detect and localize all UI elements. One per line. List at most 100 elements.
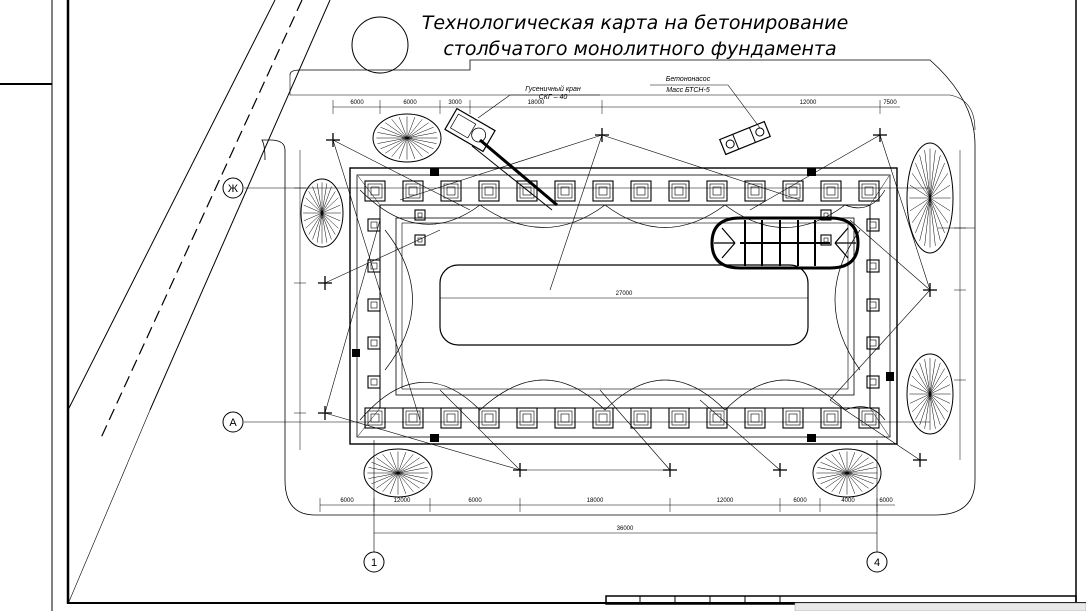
crane-stop-cross <box>513 463 527 477</box>
column-footing <box>782 407 804 429</box>
crane-callout-line-2: СКГ – 40 <box>539 94 568 101</box>
column-footing <box>866 298 880 312</box>
column-footing <box>367 259 381 273</box>
crane-stop-cross <box>595 128 609 142</box>
axis-bubble-zh: Ж <box>222 177 244 199</box>
column-footing <box>668 180 690 202</box>
bottom-dim-6: 6000 <box>793 498 807 504</box>
column-footing <box>592 180 614 202</box>
top-dim-5: 12000 <box>800 100 817 106</box>
column-footing <box>706 407 728 429</box>
axis-label-1: 1 <box>371 557 377 569</box>
column-footing <box>367 298 381 312</box>
crane-stop-cross <box>318 276 332 290</box>
column-footing <box>668 407 690 429</box>
crane-stop-cross <box>663 463 677 477</box>
crane-reach-lines <box>324 134 931 471</box>
dimension-labels: 6000 6000 3000 18000 12000 7500 6000 120… <box>340 100 897 532</box>
bottom-dim-3: 6000 <box>468 498 482 504</box>
column-footing <box>402 407 424 429</box>
column-footing <box>866 375 880 389</box>
bottom-dim-7: 4000 <box>841 498 855 504</box>
bottom-footing-row <box>364 407 880 429</box>
bottom-dim-2: 12000 <box>394 498 411 504</box>
column-footing <box>516 407 538 429</box>
parking-station-fan <box>812 448 882 498</box>
access-road <box>67 0 331 605</box>
axis-label-zh: Ж <box>228 183 238 195</box>
column-footing <box>367 375 381 389</box>
column-footing <box>440 407 462 429</box>
column-footing <box>866 336 880 350</box>
grid-axes <box>244 187 975 552</box>
title-line-2: столбчатого монолитного фундамента <box>443 38 836 60</box>
column-footing <box>858 180 880 202</box>
side-footing-columns <box>367 209 880 389</box>
column-footing <box>554 180 576 202</box>
parking-station-fan <box>906 142 954 254</box>
crane-callout-line-1: Гусеничный кран <box>525 85 581 93</box>
column-footing <box>478 407 500 429</box>
bottom-dim-1: 6000 <box>340 498 354 504</box>
top-footing-row <box>364 180 880 202</box>
axis-bubble-a: А <box>222 411 244 433</box>
top-dim-2: 6000 <box>403 100 417 106</box>
column-footing <box>630 180 652 202</box>
crawler-crane <box>444 107 558 211</box>
top-dim-6: 7500 <box>883 100 897 106</box>
top-dim-4: 18000 <box>528 100 545 106</box>
crane-stop-cross <box>773 463 787 477</box>
crane-stop-cross <box>326 133 340 147</box>
axis-bubble-4: 4 <box>866 551 888 573</box>
column-footing <box>630 407 652 429</box>
parking-station-fan <box>906 353 954 435</box>
crane-stop-cross <box>923 283 937 297</box>
concrete-delivery-block <box>710 216 860 270</box>
pump-callout-line-2: Масс БТСН-5 <box>666 87 710 94</box>
column-footing <box>592 407 614 429</box>
parking-station-fan <box>363 448 433 498</box>
column-footing <box>866 259 880 273</box>
corner-markers <box>352 168 894 442</box>
column-footing <box>367 336 381 350</box>
foundation-outline <box>349 167 898 445</box>
crane-stop-cross <box>318 406 332 420</box>
callout-leaders <box>477 84 761 129</box>
axis-label-a: А <box>229 417 237 429</box>
bottom-dim-5: 12000 <box>717 498 734 504</box>
column-footing <box>554 407 576 429</box>
top-dim-3: 3000 <box>448 100 462 106</box>
column-footing <box>744 407 766 429</box>
pump-callout-line-1: Бетононасос <box>666 76 711 83</box>
parking-station-fan <box>300 178 344 248</box>
crane-swing-arcs <box>359 189 886 421</box>
column-footing <box>414 234 426 246</box>
title-line-1: Технологическая карта на бетонирование <box>422 12 849 34</box>
column-footing <box>478 180 500 202</box>
column-footing <box>367 218 381 232</box>
top-dim-1: 6000 <box>350 100 364 106</box>
column-footing <box>820 180 842 202</box>
column-footing <box>866 218 880 232</box>
column-footing <box>402 180 424 202</box>
crane-stop-points <box>318 128 937 477</box>
crane-stop-cross <box>873 128 887 142</box>
crane-stop-cross <box>913 453 927 467</box>
parking-station-fan <box>372 113 442 163</box>
inner-road-edge <box>289 75 976 131</box>
central-pit <box>439 264 809 346</box>
crane-parking-stations <box>300 113 954 498</box>
column-footing <box>440 180 462 202</box>
column-footing <box>820 407 842 429</box>
inner-length-dim: 27000 <box>616 291 633 297</box>
concrete-pump-truck <box>718 120 772 156</box>
site-road-boundary <box>261 59 976 516</box>
dimension-lines <box>294 100 966 534</box>
bottom-dim-8: 6000 <box>879 498 893 504</box>
circular-reservoir <box>351 16 409 74</box>
column-footing <box>744 180 766 202</box>
column-footing <box>364 180 386 202</box>
